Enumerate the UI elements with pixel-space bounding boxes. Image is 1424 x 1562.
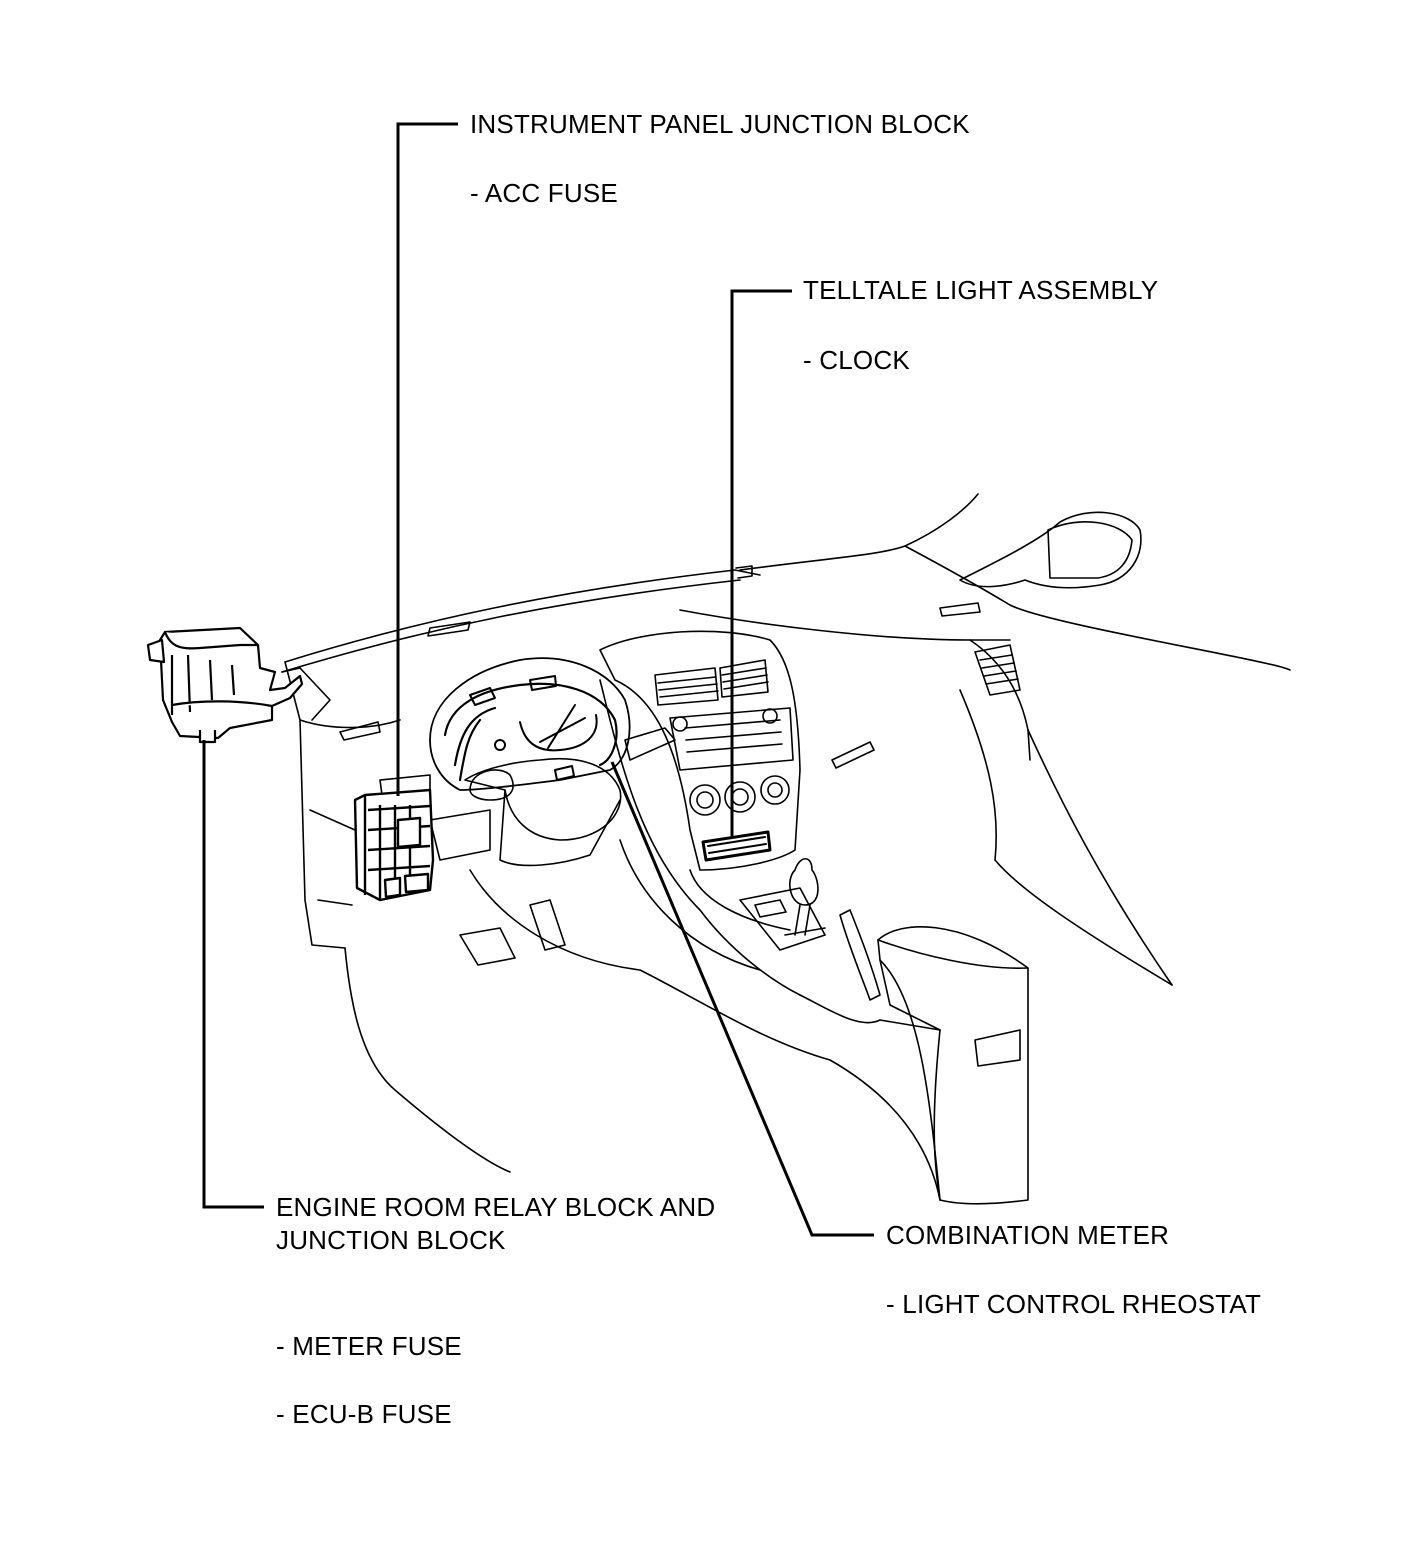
acc-fuse-label: - ACC FUSE <box>470 178 618 208</box>
ecu-b-fuse-label: - ECU-B FUSE <box>276 1399 452 1429</box>
engine-room-title-line1: ENGINE ROOM RELAY BLOCK AND <box>276 1192 716 1222</box>
instrument-panel-junction-block-illustration <box>353 788 435 902</box>
clock-label: - CLOCK <box>803 345 910 375</box>
ipjb-title: INSTRUMENT PANEL JUNCTION BLOCK <box>470 109 970 139</box>
combination-meter-title: COMBINATION METER <box>886 1220 1170 1250</box>
telltale-title: TELLTALE LIGHT ASSEMBLY <box>803 275 1159 305</box>
leader-combination-meter <box>610 761 874 1237</box>
engine-room-relay-block-illustration <box>146 626 304 744</box>
light-control-rheostat-label: - LIGHT CONTROL RHEOSTAT <box>886 1289 1262 1319</box>
leader-telltale <box>730 289 792 836</box>
leader-lines <box>202 122 874 1237</box>
leader-engine-room <box>202 740 264 1209</box>
engine-room-title-line2: JUNCTION BLOCK <box>276 1225 506 1255</box>
leader-ipjb <box>396 122 458 796</box>
meter-fuse-label: - METER FUSE <box>276 1331 462 1361</box>
dashboard-illustration <box>281 493 1291 1205</box>
